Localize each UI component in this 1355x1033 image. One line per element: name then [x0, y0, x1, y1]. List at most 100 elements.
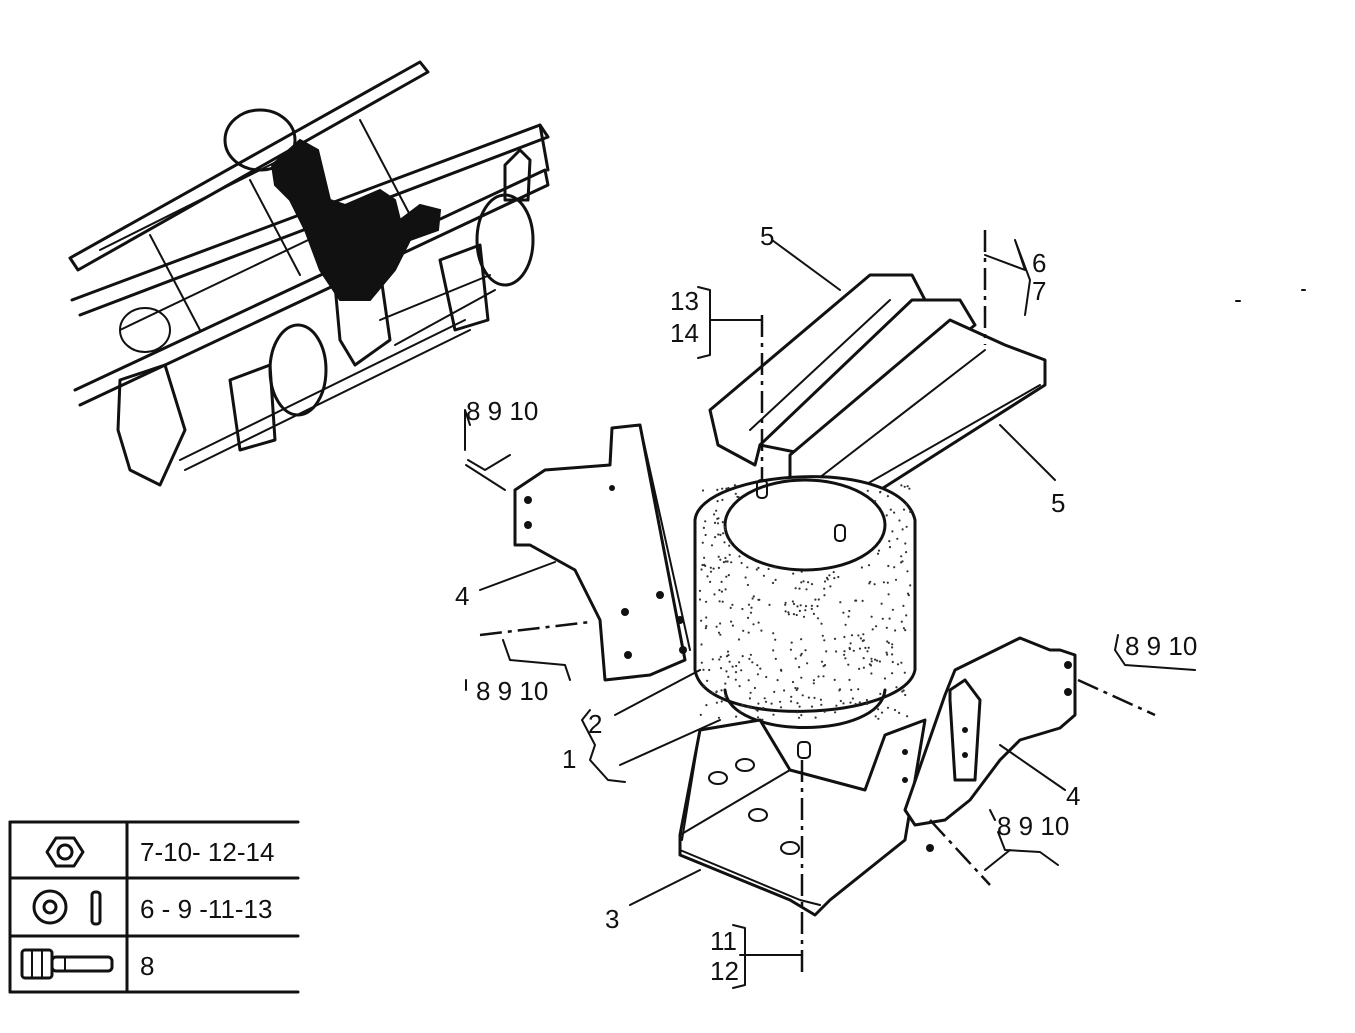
stipple-dot	[800, 652, 803, 655]
callout-1: 1	[562, 744, 576, 774]
stipple-dot	[798, 609, 802, 613]
stipple-dot	[891, 530, 894, 533]
stipple-dot	[869, 664, 873, 667]
stipple-dot	[756, 709, 759, 712]
stipple-dot	[906, 570, 909, 573]
stipple-dot	[806, 662, 809, 665]
stipple-dot	[870, 615, 873, 618]
stipple-dot	[768, 603, 771, 607]
stipple-dot	[790, 641, 793, 644]
stipple-dot	[861, 599, 864, 603]
side-bracket-right	[902, 636, 1077, 852]
stipple-dot	[804, 605, 808, 608]
stipple-dot	[715, 625, 718, 628]
stipple-dot	[718, 658, 721, 661]
callout-7: 7	[1032, 276, 1046, 306]
stipple-dot	[865, 698, 869, 702]
stipple-dot	[700, 619, 703, 622]
stipple-dot	[737, 496, 740, 499]
stipple-dot	[734, 678, 737, 681]
stipple-dot	[727, 654, 730, 657]
stipple-dot	[699, 713, 702, 717]
stipple-dot	[724, 695, 727, 698]
stipple-dot	[784, 610, 787, 613]
callout-14: 14	[670, 318, 699, 348]
stipple-dot	[698, 598, 702, 601]
stipple-dot	[844, 657, 847, 660]
stipple-dot	[738, 555, 741, 558]
stipple-dot	[798, 705, 801, 708]
stipple-dot	[877, 549, 881, 552]
stipple-dot	[859, 637, 863, 640]
callout-8-9-10-mid-left: 8 9 10	[476, 676, 548, 706]
stipple-dot	[801, 694, 804, 697]
stipple-dot	[762, 706, 765, 710]
stipple-dot	[833, 577, 836, 580]
stipple-dot	[757, 566, 760, 570]
stipple-dot	[791, 600, 795, 603]
stipple-dot	[891, 646, 894, 649]
stipple-dot	[716, 517, 719, 520]
stipple-dot	[756, 673, 760, 676]
stipple-dot	[713, 521, 717, 525]
stipple-dot	[740, 669, 743, 672]
stipple-dot	[734, 492, 737, 495]
stipple-dot	[868, 582, 871, 585]
stipple-dot	[798, 666, 801, 669]
stipple-dot	[715, 509, 718, 512]
stipple-dot	[850, 688, 853, 692]
stipple-dot	[784, 603, 787, 606]
stipple-dot	[812, 612, 816, 616]
stipple-dot	[757, 702, 760, 705]
stipple-dot	[749, 691, 752, 694]
stipple-dot	[869, 580, 872, 583]
stipple-dot	[867, 646, 870, 649]
stipple-dot	[804, 649, 807, 652]
stipple-dot	[752, 623, 755, 626]
stipple-dot	[862, 657, 865, 660]
callout-13: 13	[670, 286, 699, 316]
stipple-dot	[738, 685, 741, 688]
stipple-dot	[823, 587, 826, 590]
stipple-dot	[724, 528, 727, 531]
stipple-dot	[891, 660, 894, 664]
stipple-dot	[905, 525, 908, 528]
stipple-dot	[740, 561, 743, 565]
stipple-dot	[857, 634, 860, 637]
stipple-dot	[887, 593, 890, 596]
stipple-dot	[800, 570, 803, 573]
stipple-dot	[866, 702, 869, 706]
stipple-dot	[757, 621, 760, 624]
stipple-dot	[774, 578, 777, 582]
stipple-dot	[700, 568, 703, 571]
stipple-dot	[721, 521, 724, 524]
stipple-dot	[765, 675, 768, 679]
stipple-dot	[817, 675, 820, 678]
stipple-dot	[771, 581, 775, 585]
stipple-dot	[702, 526, 706, 530]
stipple-dot	[710, 544, 714, 547]
stipple-dot	[742, 629, 745, 632]
stipple-dot	[792, 602, 796, 606]
stipple-dot	[756, 664, 759, 667]
stipple-dot	[819, 698, 823, 701]
stipple-dot	[705, 600, 708, 603]
callout-11: 11	[710, 926, 737, 956]
stipple-dot	[702, 668, 705, 671]
stipple-dot	[719, 655, 722, 659]
stipple-dot	[901, 528, 904, 531]
stipple-dot	[862, 633, 865, 636]
stipple-dot	[779, 700, 782, 703]
stipple-dot	[734, 671, 738, 674]
stipple-dot	[715, 701, 719, 704]
stipple-dot	[858, 647, 862, 650]
callout-8-9-10-top-left: 8 9 10	[466, 396, 538, 426]
stipple-dot	[858, 701, 861, 704]
stipple-dot	[725, 670, 728, 673]
stipple-dot	[720, 580, 723, 584]
stipple-dot	[810, 583, 814, 586]
stipple-dot	[860, 566, 864, 569]
stipple-dot	[792, 572, 795, 575]
callout-5-top: 5	[760, 221, 774, 251]
stipple-dot	[748, 697, 752, 700]
